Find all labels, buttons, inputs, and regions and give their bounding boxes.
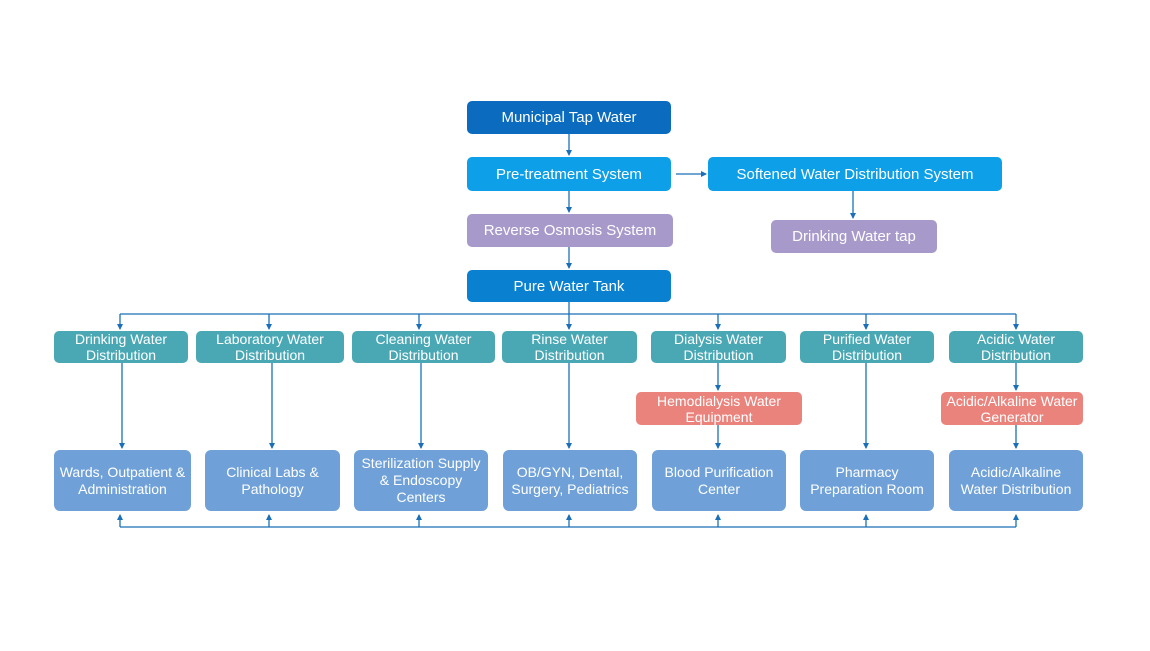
acidic-alkaline-generator-node: Acidic/Alkaline Water Generator bbox=[941, 392, 1083, 425]
node-label: Drinking Water tap bbox=[792, 228, 916, 245]
node-label: Reverse Osmosis System bbox=[483, 222, 657, 239]
node-label: Dialysis Water Distribution bbox=[674, 331, 763, 363]
node-label: Hemodialysis Water Equipment bbox=[657, 392, 781, 425]
node-label: Acidic/Alkaline Water Generator bbox=[946, 392, 1078, 425]
drinking-water-tap-node: Drinking Water tap bbox=[771, 220, 937, 253]
node-label: Clinical Labs & Pathology bbox=[226, 463, 319, 497]
node-label: Sterilization Supply & Endoscopy Centers bbox=[361, 455, 481, 505]
sterilization-supply-node: Sterilization Supply & Endoscopy Centers bbox=[354, 450, 488, 511]
laboratory-water-distribution-node: Laboratory Water Distribution bbox=[196, 331, 344, 363]
dialysis-water-distribution-node: Dialysis Water Distribution bbox=[651, 331, 786, 363]
node-label: Purified Water Distribution bbox=[822, 331, 912, 363]
node-label: OB/GYN, Dental, Surgery, Pediatrics bbox=[511, 463, 629, 497]
reverse-osmosis-node: Reverse Osmosis System bbox=[467, 214, 673, 247]
node-label: Blood Purification Center bbox=[664, 463, 774, 497]
rinse-water-distribution-node: Rinse Water Distribution bbox=[502, 331, 637, 363]
clinical-labs-node: Clinical Labs & Pathology bbox=[205, 450, 340, 511]
node-label: Cleaning Water Distribution bbox=[375, 331, 472, 363]
pure-water-tank-node: Pure Water Tank bbox=[467, 270, 671, 302]
node-label: Pre-treatment System bbox=[496, 165, 642, 183]
pharmacy-preparation-node: Pharmacy Preparation Room bbox=[800, 450, 934, 511]
wards-outpatient-node: Wards, Outpatient & Administration bbox=[54, 450, 191, 511]
node-label: Rinse Water Distribution bbox=[531, 331, 608, 363]
node-label: Laboratory Water Distribution bbox=[216, 331, 324, 363]
purified-water-distribution-node: Purified Water Distribution bbox=[800, 331, 934, 363]
municipal-tap-water-node: Municipal Tap Water bbox=[467, 101, 671, 134]
node-label: Wards, Outpatient & Administration bbox=[59, 463, 186, 497]
cleaning-water-distribution-node: Cleaning Water Distribution bbox=[352, 331, 495, 363]
node-label: Pure Water Tank bbox=[513, 277, 625, 295]
softened-water-node: Softened Water Distribution System bbox=[708, 157, 1002, 191]
obgyn-dental-node: OB/GYN, Dental, Surgery, Pediatrics bbox=[503, 450, 637, 511]
node-label: Softened Water Distribution System bbox=[736, 165, 974, 183]
node-label: Acidic/Alkaline Water Distribution bbox=[960, 463, 1072, 497]
blood-purification-node: Blood Purification Center bbox=[652, 450, 786, 511]
pretreatment-system-node: Pre-treatment System bbox=[467, 157, 671, 191]
hemodialysis-equipment-node: Hemodialysis Water Equipment bbox=[636, 392, 802, 425]
acidic-alkaline-distribution-node: Acidic/Alkaline Water Distribution bbox=[949, 450, 1083, 511]
node-label: Acidic Water Distribution bbox=[976, 331, 1056, 363]
node-label: Pharmacy Preparation Room bbox=[810, 463, 924, 497]
acidic-water-distribution-node: Acidic Water Distribution bbox=[949, 331, 1083, 363]
drinking-water-distribution-node: Drinking Water Distribution bbox=[54, 331, 188, 363]
node-label: Drinking Water Distribution bbox=[74, 331, 168, 363]
node-label: Municipal Tap Water bbox=[501, 109, 637, 126]
